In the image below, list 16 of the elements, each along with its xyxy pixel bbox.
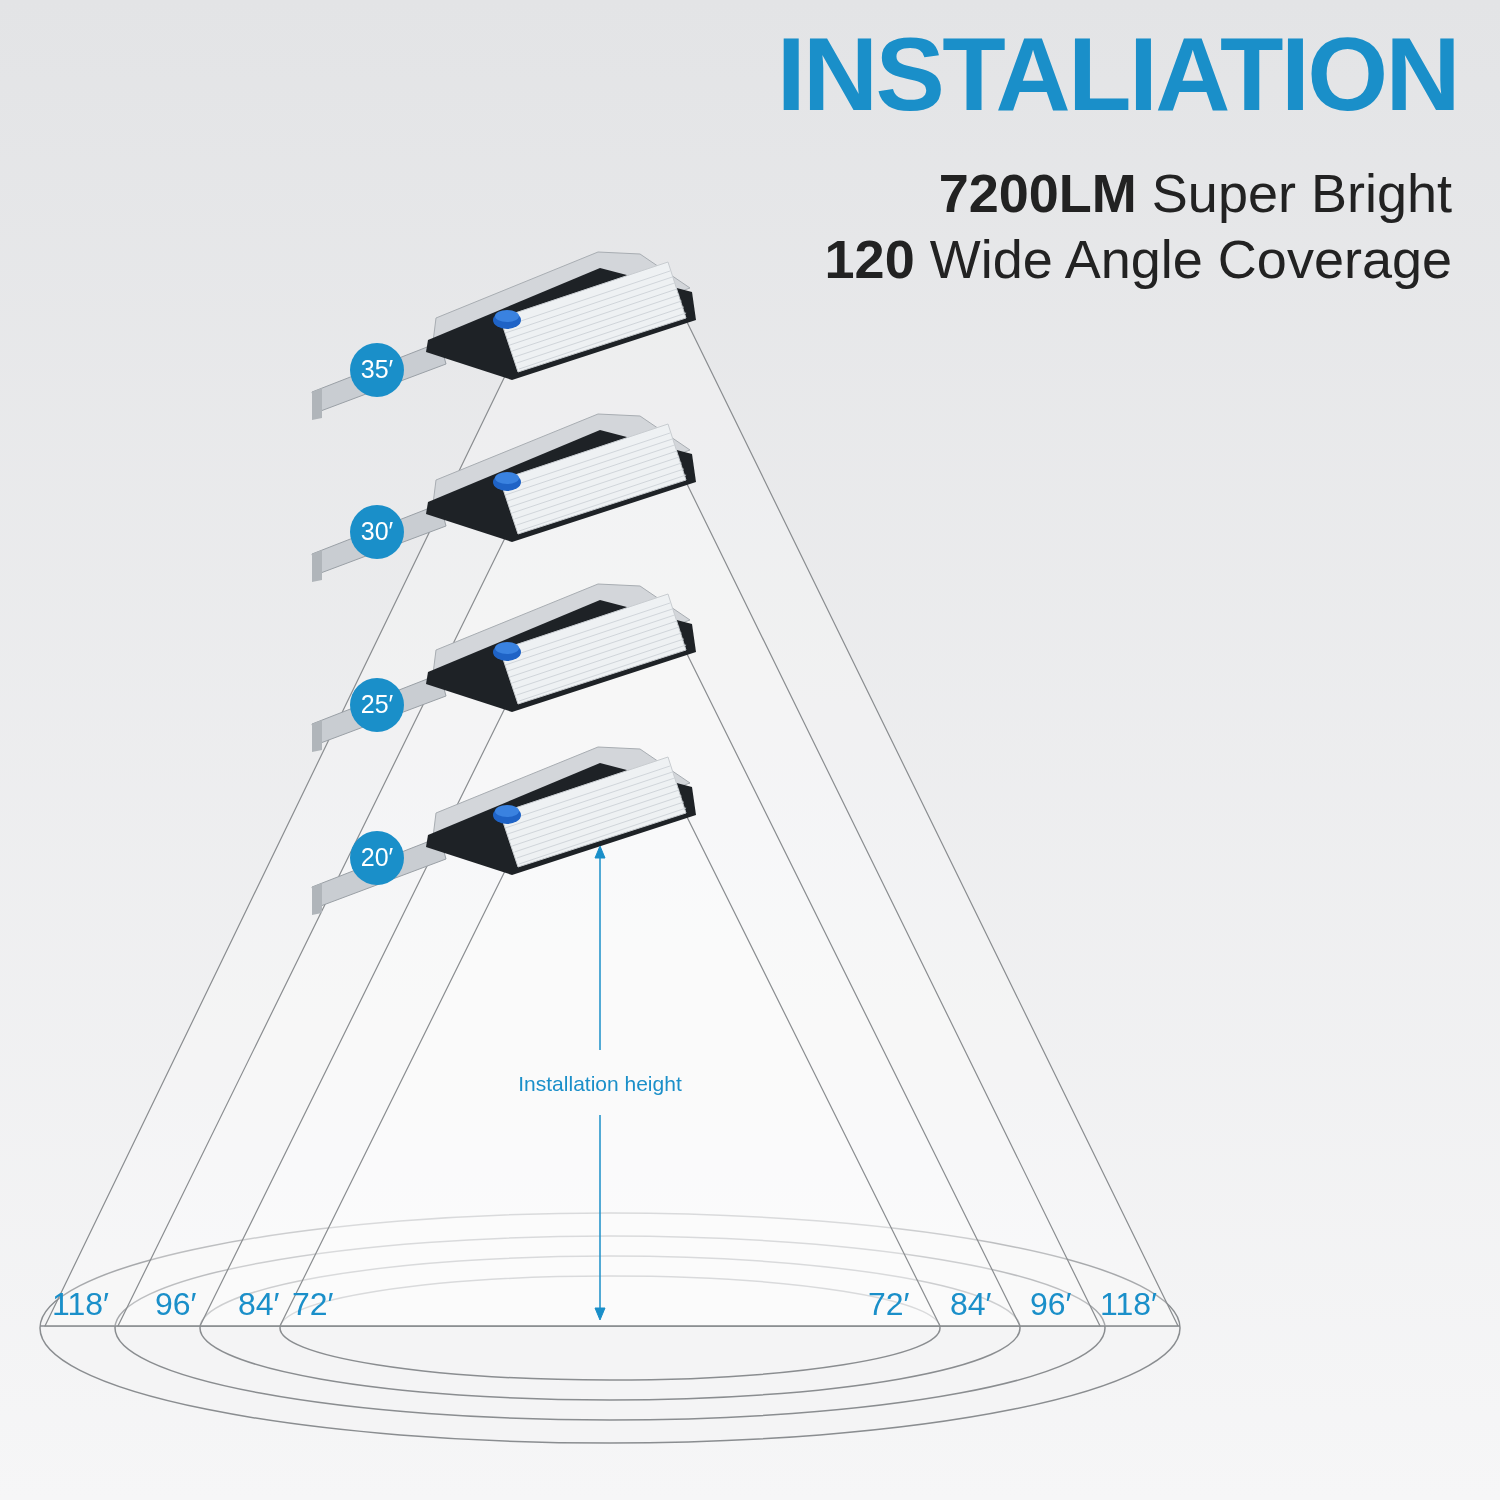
height-badge: 20′ [350, 831, 404, 885]
height-badge: 25′ [350, 678, 404, 732]
diameter-label: 72′ [868, 1288, 910, 1320]
subtitle: 120 Wide Angle Coverage [824, 228, 1452, 291]
height-badge: 30′ [350, 505, 404, 559]
title: INSTALIATION [776, 22, 1458, 126]
height-badge: 35′ [350, 343, 404, 397]
diameter-label: 118′ [52, 1288, 109, 1320]
dimension-label: Installation height [518, 1071, 682, 1097]
diameter-label: 72′ [292, 1288, 334, 1320]
subtitle: 7200LM Super Bright [938, 162, 1452, 225]
diameter-label: 96′ [155, 1288, 197, 1320]
diameter-label: 84′ [950, 1288, 992, 1320]
diameter-label: 96′ [1030, 1288, 1072, 1320]
diameter-label: 118′ [1100, 1288, 1157, 1320]
diameter-label: 84′ [238, 1288, 280, 1320]
